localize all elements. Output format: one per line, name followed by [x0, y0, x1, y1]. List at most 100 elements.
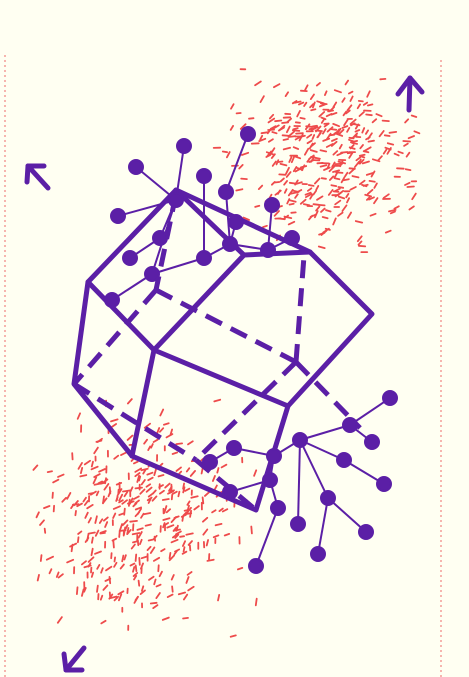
particle-dash: [174, 533, 180, 539]
particle-dash: [270, 147, 276, 154]
particle-dash: [317, 245, 326, 250]
particle-dash: [290, 155, 296, 164]
particle-dash: [185, 467, 191, 473]
particle-dash: [181, 550, 188, 555]
particle-dash: [217, 594, 221, 602]
particle-dash: [134, 467, 143, 473]
particle-dash: [164, 482, 171, 489]
particle-dash: [344, 79, 350, 86]
particle-dash: [316, 131, 322, 139]
cluster-node: [248, 558, 264, 574]
cluster-link: [135, 166, 177, 201]
particle-dash: [351, 141, 359, 145]
particle-dash: [325, 143, 334, 148]
cluster-link: [327, 497, 367, 533]
particle-dash: [408, 205, 415, 211]
hidden-edge: [72, 381, 198, 463]
particle-dash: [152, 438, 159, 443]
arrow-up-left-icon: [24, 163, 51, 191]
particle-dash: [99, 594, 104, 601]
particle-dash: [313, 177, 321, 185]
particle-dash: [110, 418, 119, 423]
particle-dash: [407, 135, 416, 140]
particle-dash: [95, 490, 100, 497]
cluster-node: [310, 546, 326, 562]
particle-dash: [306, 139, 313, 145]
particle-dash: [105, 565, 113, 572]
particle-dash: [378, 130, 385, 138]
particle-dash: [291, 189, 300, 193]
particle-dash: [109, 595, 118, 599]
particle-dash: [56, 616, 63, 624]
particle-dash: [211, 474, 216, 482]
particle-dash: [94, 529, 100, 537]
particle-dash: [314, 156, 321, 160]
particle-dash: [291, 129, 301, 132]
particle-dash: [103, 516, 109, 522]
particle-dash: [99, 530, 107, 534]
particle-dash: [367, 132, 373, 140]
particle-dash: [113, 454, 120, 460]
particle-dash: [140, 479, 146, 486]
particle-dash: [186, 571, 193, 576]
particle-dash: [145, 486, 153, 493]
particle-dash: [323, 166, 331, 171]
particle-dash: [361, 160, 370, 165]
particle-dash: [288, 181, 296, 185]
particle-dash: [285, 166, 290, 175]
particle-dash: [230, 103, 235, 110]
particle-dash: [137, 579, 141, 587]
particle-dash: [213, 398, 222, 403]
particle-dash: [77, 461, 83, 470]
particle-dash: [86, 503, 94, 510]
particle-dash: [361, 127, 366, 134]
particle-dash: [45, 555, 54, 561]
particle-dash: [225, 151, 231, 159]
particle-dash: [357, 100, 364, 103]
particle-dash: [406, 185, 415, 188]
particle-dash: [321, 128, 327, 135]
particle-dash: [315, 82, 321, 87]
particle-dash: [389, 210, 396, 215]
particle-dash: [201, 496, 205, 505]
cluster-node: [292, 432, 308, 448]
cluster-node: [262, 472, 278, 488]
particle-dash: [283, 215, 293, 220]
particle-dash: [304, 191, 312, 196]
cluster-node: [104, 292, 120, 308]
particle-dash: [173, 549, 178, 556]
particle-dash: [143, 422, 152, 429]
particle-dash: [332, 217, 337, 226]
cluster-link: [349, 397, 391, 426]
particle-dash: [220, 463, 228, 469]
particle-dash: [139, 488, 146, 495]
particle-dash: [357, 240, 363, 246]
particle-dash: [273, 210, 280, 217]
particle-dash: [383, 134, 391, 137]
particle-dash: [83, 587, 87, 593]
particle-dash: [211, 509, 217, 514]
particle-dash: [83, 564, 92, 569]
particle-dash: [94, 550, 102, 555]
cluster-link: [225, 133, 249, 193]
particle-dash: [118, 493, 124, 502]
cluster-node: [336, 452, 352, 468]
particle-dash: [296, 110, 301, 118]
particle-dash: [357, 244, 367, 248]
particle-dash: [118, 512, 126, 516]
particle-dash: [138, 475, 142, 482]
particle-dash: [147, 476, 154, 482]
particle-dash: [150, 443, 154, 449]
particle-dash: [282, 138, 290, 141]
particle-dash: [112, 505, 121, 510]
particle-dash: [292, 155, 302, 160]
particle-dash: [153, 578, 157, 586]
particle-dash: [363, 146, 372, 152]
particle-dash: [311, 134, 316, 140]
front-edge: [151, 347, 291, 409]
particle-dash: [229, 634, 237, 638]
particle-dash: [358, 179, 366, 186]
particle-dash: [325, 209, 332, 213]
particle-dash: [319, 164, 328, 168]
cluster-link: [117, 199, 177, 217]
